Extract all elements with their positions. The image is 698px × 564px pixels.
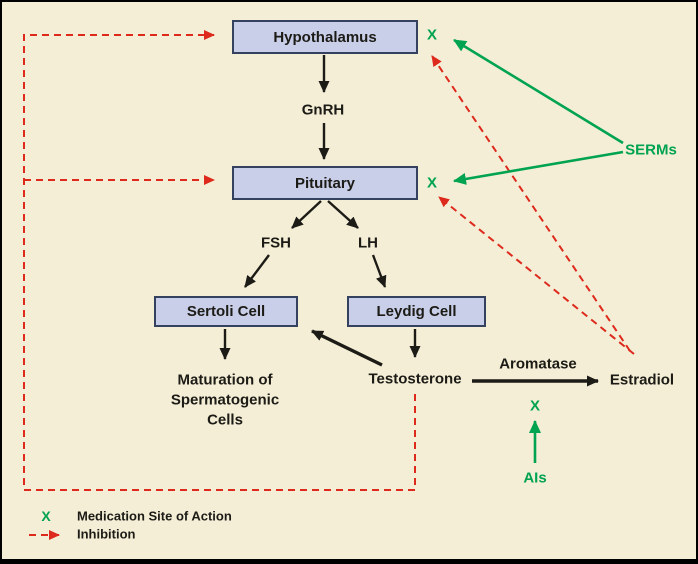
label-ais: AIs [523,469,547,487]
arrow-serms-hypothalamus-x [453,38,624,145]
legend-inhibition-label: Inhibition [77,526,136,542]
hormone-arrows [219,55,599,387]
inhibition-testosterone-to-hypothalamus-path [23,30,416,491]
node-leydig-cell: Leydig Cell [347,296,486,327]
arrow-pituitary-lh [327,200,359,229]
node-sertoli-cell: Sertoli Cell [154,296,298,327]
node-hypothalamus: Hypothalamus [232,20,418,54]
inhibition-estradiol-to-pituitary [438,196,635,355]
arrow-testosterone-sertoli [311,329,383,367]
label-maturation-spermatogenic-cells: Maturation of Spermatogenic Cells [170,371,280,428]
medication-arrows [453,38,624,463]
node-pituitary: Pituitary [232,166,418,200]
arrow-pituitary-fsh [291,200,322,229]
medication-site-x-aromatase: X [529,397,541,415]
legend-medication-site-label: Medication Site of Action [77,508,232,524]
label-estradiol: Estradiol [609,371,675,389]
arrow-fsh-sertoli [244,254,270,288]
legend-x-symbol: X [41,508,51,524]
label-gnrh: GnRH [301,101,345,119]
medication-site-x-pituitary: X [426,174,438,192]
label-testosterone: Testosterone [368,370,462,388]
medication-site-x-hypothalamus: X [426,26,438,44]
label-aromatase: Aromatase [499,355,577,373]
arrow-lh-leydig [371,254,387,288]
label-lh: LH [358,234,378,252]
label-fsh: FSH [261,234,291,252]
arrow-serms-pituitary-x [453,150,624,185]
inhibition-arrows [23,30,635,540]
label-serms: SERMs [625,141,677,159]
